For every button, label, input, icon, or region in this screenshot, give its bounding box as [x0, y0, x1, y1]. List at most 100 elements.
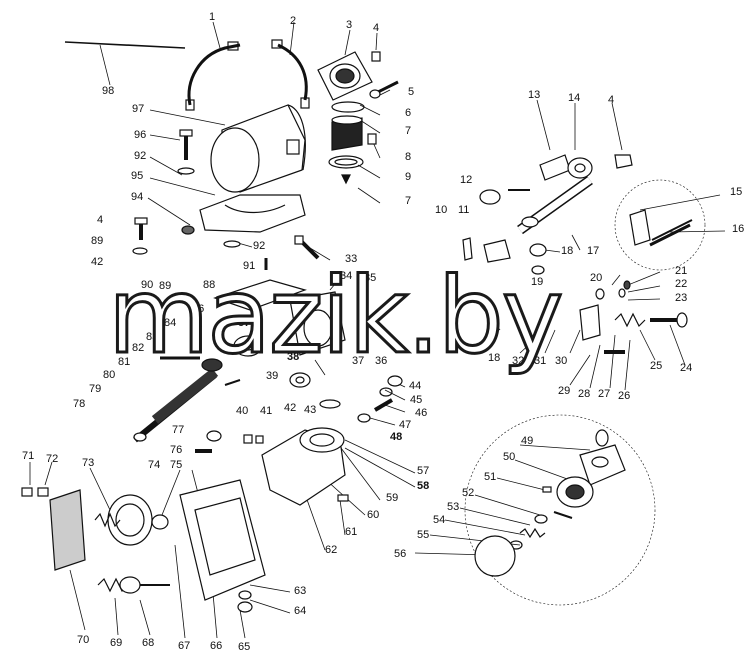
callout-83: 83 — [146, 331, 159, 343]
part-diaphragm-74 — [107, 494, 153, 546]
callout-31: 31 — [534, 355, 547, 367]
part-flange-3 — [317, 51, 373, 101]
callout-50: 50 — [503, 451, 516, 463]
callout-49: 49 — [521, 435, 534, 447]
callout-79: 79 — [89, 383, 102, 395]
callout-13: 13 — [528, 89, 541, 101]
callout-21: 21 — [675, 265, 688, 277]
part-ring-43 — [319, 399, 341, 409]
part-plate-13 — [539, 154, 571, 181]
callout-5: 5 — [408, 86, 415, 98]
callout-85: 85 — [190, 320, 203, 332]
callout-15: 15 — [730, 186, 743, 198]
callout-14: 14 — [568, 92, 581, 104]
callout-17: 17 — [587, 245, 600, 257]
callout-8: 8 — [405, 151, 412, 163]
part-spring-73 — [94, 512, 121, 528]
callout-82: 82 — [132, 342, 145, 354]
part-bushing-8 — [367, 133, 377, 145]
callout-74: 74 — [148, 459, 161, 471]
part-bolt-24 — [650, 312, 688, 328]
callout-37: 37 — [352, 355, 365, 367]
callout-30: 30 — [555, 355, 568, 367]
part-bolt-4-right — [614, 154, 633, 169]
callout-89: 89 — [91, 235, 104, 247]
callout-88: 88 — [203, 279, 216, 291]
callout-3: 3 — [346, 19, 353, 31]
callout-4c: 4 — [608, 94, 615, 106]
callout-40: 40 — [236, 405, 249, 417]
callout-97: 97 — [132, 103, 145, 115]
callout-56: 56 — [394, 548, 407, 560]
part-nut-19 — [531, 265, 545, 275]
callout-47: 47 — [399, 419, 412, 431]
part-gear-38 — [233, 335, 263, 357]
callout-76: 76 — [170, 444, 183, 456]
callout-43: 43 — [304, 404, 317, 416]
callout-20: 20 — [590, 272, 603, 284]
part-valve-body-31 — [579, 304, 601, 341]
part-nut-40 — [243, 434, 253, 444]
part-housing-50 — [556, 476, 594, 508]
part-base-bracket-95 — [199, 194, 306, 233]
callout-18b: 18 — [488, 352, 501, 364]
part-flange-14 — [567, 157, 593, 179]
callout-90: 90 — [141, 279, 154, 291]
part-diaphragm-68 — [119, 576, 170, 594]
part-washer-45 — [379, 387, 393, 397]
part-bolt-33 — [294, 235, 320, 260]
part-spring-25 — [614, 312, 646, 328]
part-nut-4-top — [371, 51, 381, 62]
callout-9: 9 — [405, 171, 412, 183]
part-ring-7-lower — [328, 155, 364, 169]
callout-62: 62 — [325, 544, 338, 556]
part-mesh-filter-70 — [49, 489, 86, 571]
callout-19: 19 — [531, 276, 544, 288]
part-bracket-11 — [483, 239, 511, 263]
part-sleeve-42 — [289, 372, 311, 388]
callout-33: 33 — [345, 253, 358, 265]
callout-24: 24 — [680, 362, 693, 374]
callout-94: 94 — [131, 191, 144, 203]
callout-75: 75 — [170, 459, 183, 471]
callout-4d: 4 — [97, 214, 104, 226]
callout-81: 81 — [118, 356, 131, 368]
callout-29: 29 — [558, 385, 571, 397]
callout-96: 96 — [134, 129, 147, 141]
callout-36: 36 — [375, 355, 388, 367]
callout-38: 38 — [287, 351, 300, 363]
detail-circle-49-56 — [464, 414, 656, 606]
part-shaft-78 — [133, 368, 219, 443]
part-arrow-down — [341, 174, 351, 185]
part-cover-49 — [579, 444, 626, 486]
part-ring-7-upper — [331, 101, 365, 113]
callout-95: 95 — [131, 170, 144, 182]
part-washer-42-left — [132, 247, 148, 255]
callout-7: 7 — [405, 125, 412, 137]
part-nut-44 — [387, 375, 403, 387]
callout-16: 16 — [732, 223, 745, 235]
callout-27: 27 — [598, 388, 611, 400]
part-washer-92-top — [177, 167, 195, 175]
callout-89b: 89 — [159, 280, 172, 292]
part-frame-66 — [179, 479, 266, 601]
part-pin-51 — [542, 486, 552, 493]
part-nut-72 — [37, 487, 49, 497]
part-cylinder-97 — [210, 104, 306, 193]
callout-2: 2 — [290, 15, 297, 27]
callout-18: 18 — [561, 245, 574, 257]
callout-73: 73 — [82, 457, 95, 469]
callout-45: 45 — [410, 394, 423, 406]
callout-92: 92 — [134, 150, 147, 162]
part-pin-39 — [224, 379, 241, 386]
part-rod-98 — [64, 41, 186, 49]
callout-25: 25 — [650, 360, 663, 372]
callout-44: 44 — [409, 380, 422, 392]
callout-51: 51 — [484, 471, 497, 483]
callout-59: 59 — [386, 492, 399, 504]
callout-69: 69 — [110, 637, 123, 649]
part-washer-22 — [618, 288, 626, 298]
callout-4: 4 — [373, 22, 380, 34]
callout-58: 58 — [417, 480, 430, 492]
